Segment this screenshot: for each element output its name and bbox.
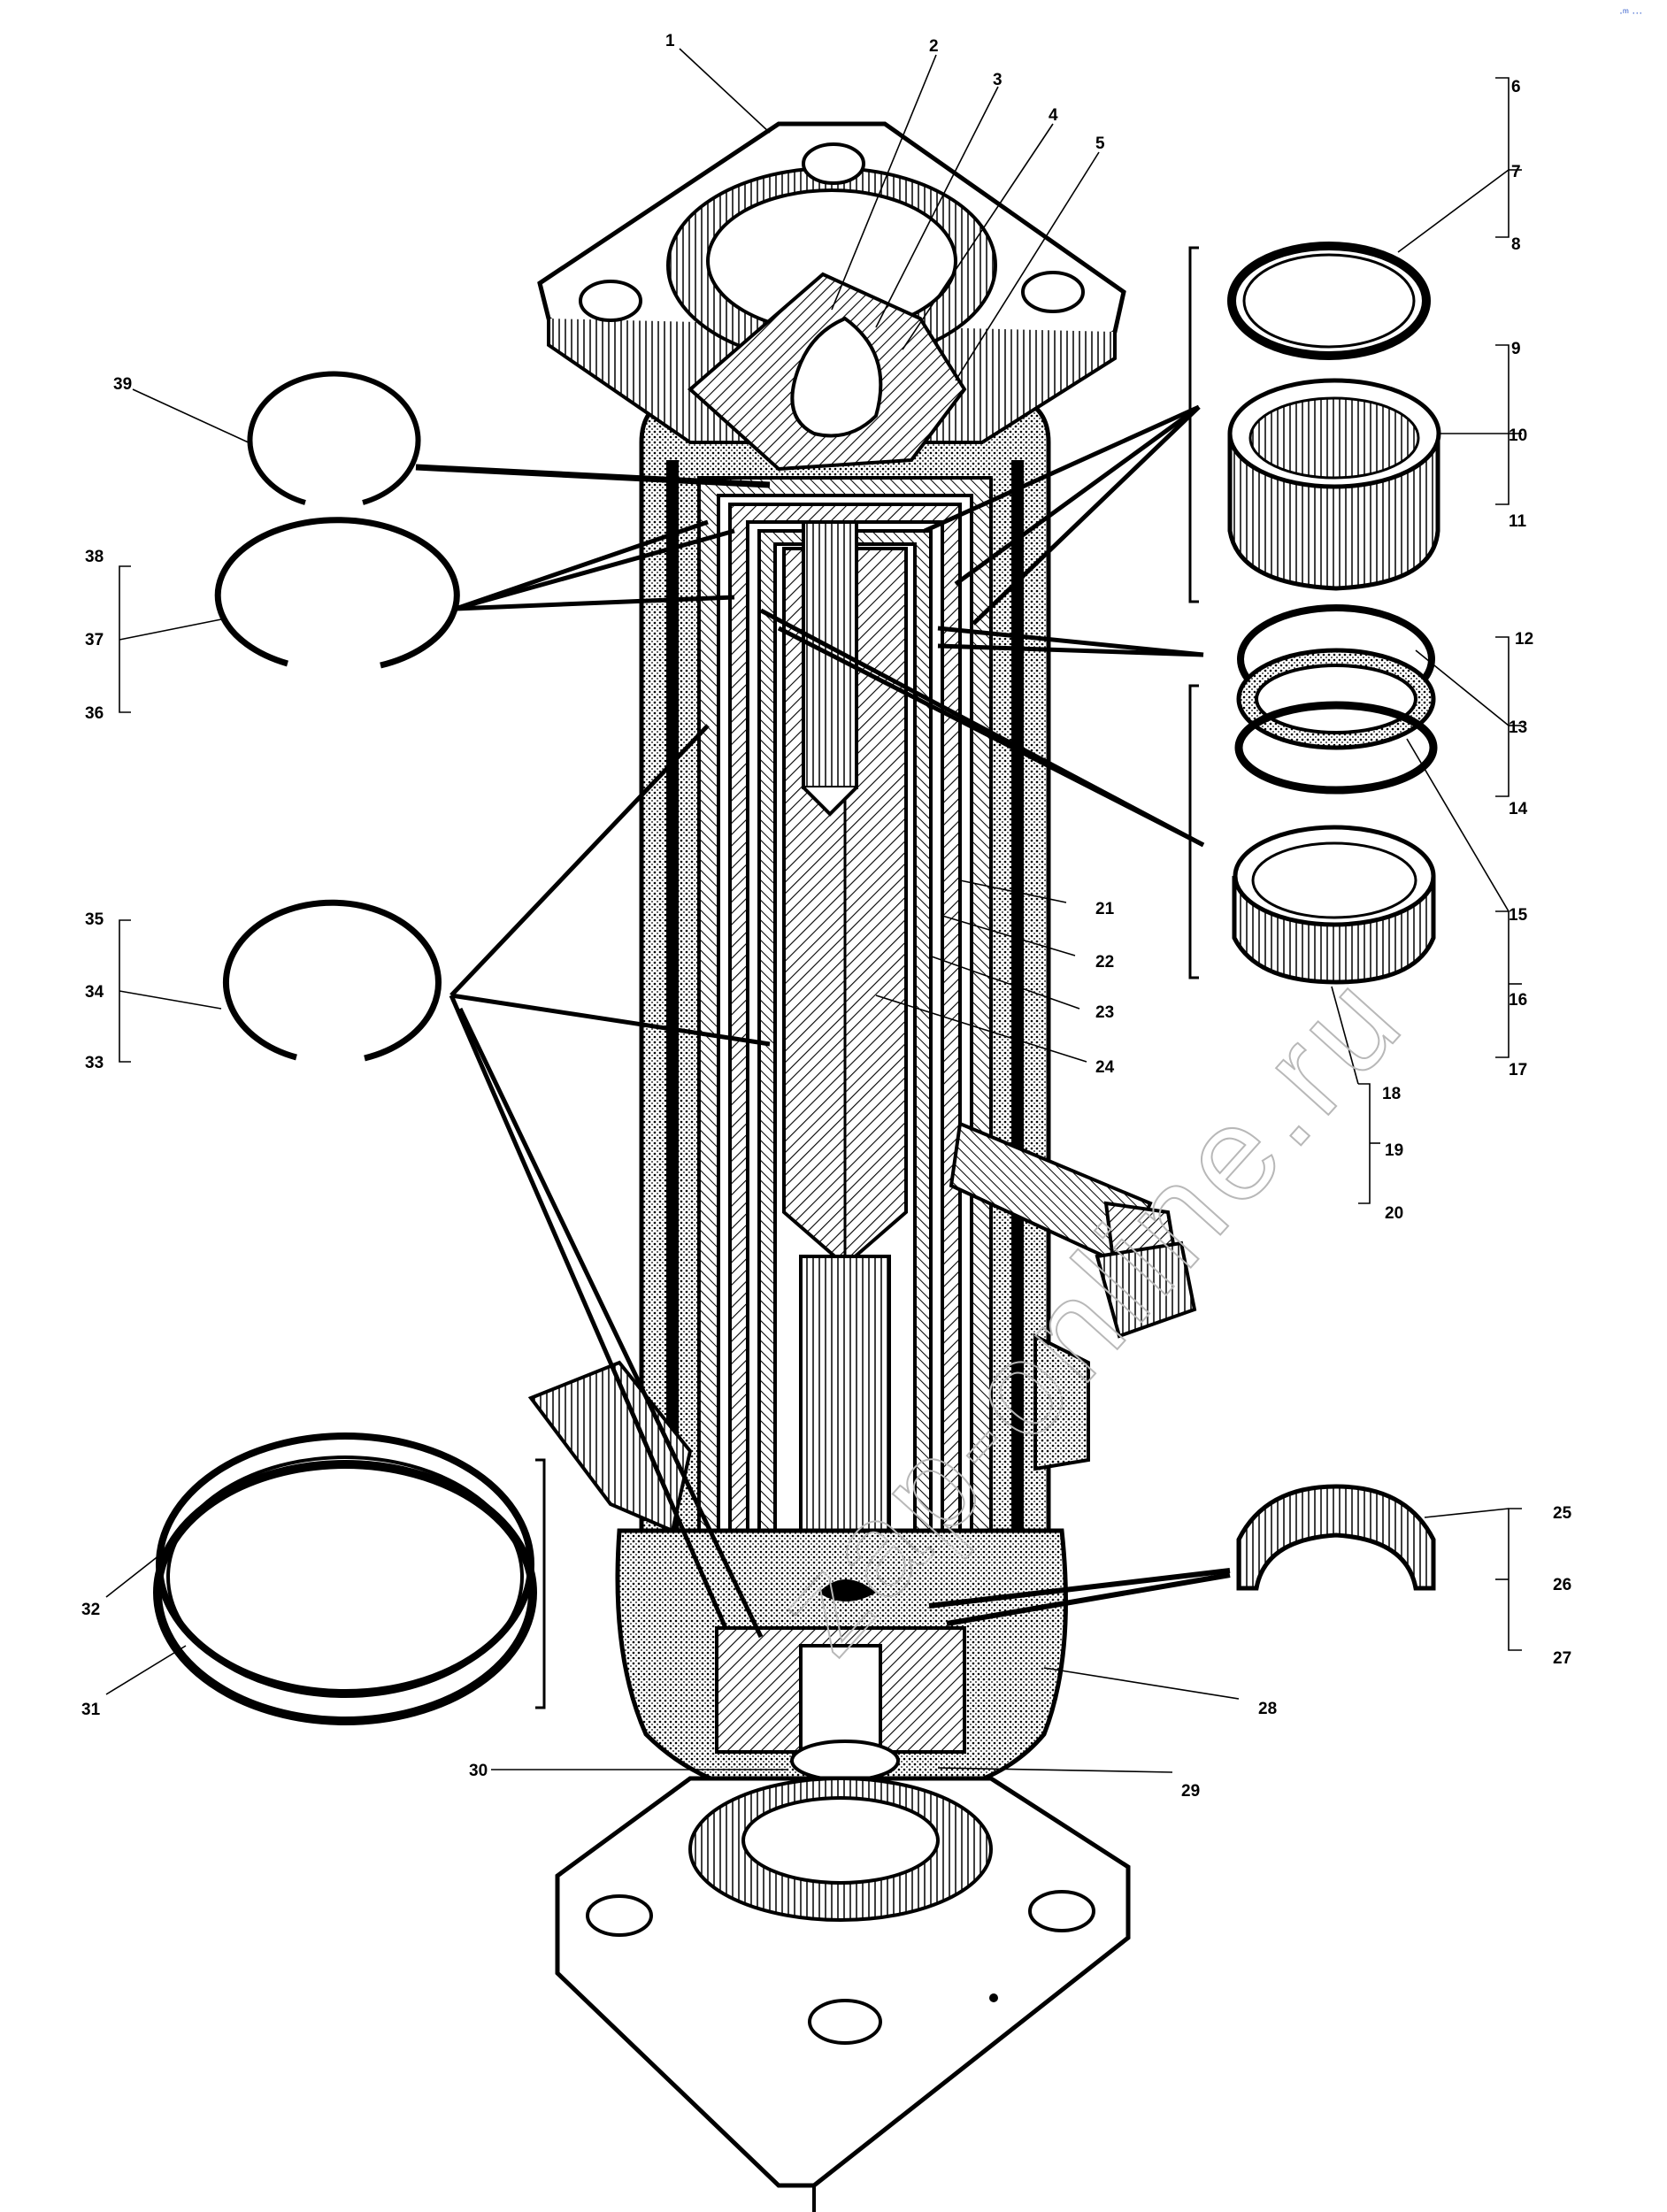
callout-17: 17 [1509, 1061, 1527, 1079]
callout-8: 8 [1511, 235, 1521, 254]
callout-29: 29 [1181, 1782, 1200, 1801]
ring-6-8 [1227, 242, 1431, 360]
callout-36: 36 [85, 704, 104, 723]
callout-32: 32 [81, 1601, 100, 1619]
callout-7: 7 [1511, 163, 1521, 181]
half-bearing-25-27 [1236, 1484, 1436, 1591]
callout-31: 31 [81, 1701, 101, 1719]
callout-6: 6 [1511, 78, 1521, 96]
snap-ring-33-35 [223, 899, 442, 1062]
callout-39: 39 [113, 375, 132, 394]
callout-28: 28 [1258, 1700, 1277, 1718]
callout-11: 11 [1509, 512, 1527, 531]
callout-38: 38 [85, 548, 104, 566]
wiper-ring-31-32 [153, 1432, 537, 1725]
callout-3: 3 [993, 71, 1003, 89]
callout-9: 9 [1511, 340, 1521, 358]
callout-27: 27 [1553, 1649, 1571, 1668]
callout-33: 33 [85, 1054, 104, 1072]
callout-14: 14 [1509, 800, 1528, 818]
callout-26: 26 [1553, 1576, 1571, 1594]
leader-lines [105, 48, 1522, 1773]
callout-16: 16 [1509, 991, 1527, 1010]
callout-13: 13 [1509, 718, 1527, 737]
callout-25: 25 [1553, 1504, 1572, 1523]
right-boss [1033, 1333, 1090, 1471]
connector-lines [415, 246, 1231, 1709]
callout-23: 23 [1095, 1003, 1114, 1022]
callout-30: 30 [469, 1762, 488, 1780]
packing-12-15 [1234, 604, 1438, 795]
bushing-9-11 [1227, 378, 1441, 591]
callout-35: 35 [85, 910, 104, 929]
callout-15: 15 [1509, 906, 1528, 925]
callout-labels: 1 2 3 4 5 6 7 8 9 10 11 12 13 14 15 16 1… [81, 32, 1572, 1801]
callout-18: 18 [1382, 1085, 1401, 1103]
callout-1: 1 [665, 32, 675, 50]
cylinder-assembly [527, 121, 1197, 2212]
callout-5: 5 [1095, 134, 1105, 153]
top-flange [537, 121, 1126, 472]
snap-ring-39 [247, 371, 421, 505]
callout-2: 2 [929, 37, 939, 56]
callout-20: 20 [1385, 1204, 1403, 1223]
lower-housing [615, 1528, 1068, 1799]
split-bearing-16-20 [1232, 825, 1436, 985]
callout-34: 34 [85, 983, 104, 1002]
callout-4: 4 [1049, 106, 1058, 125]
side-pipe-fitting [949, 1121, 1197, 1339]
callout-24: 24 [1095, 1058, 1115, 1077]
callout-22: 22 [1095, 953, 1114, 972]
telescopic-stages [697, 476, 993, 1656]
corner-mark: ·ᵐ ··· [1619, 6, 1642, 19]
callout-12: 12 [1515, 630, 1533, 649]
callout-19: 19 [1385, 1141, 1403, 1160]
snap-ring-36-38 [214, 517, 460, 669]
callout-10: 10 [1509, 426, 1527, 445]
exploded-seals [153, 242, 1441, 1725]
callout-37: 37 [85, 631, 104, 649]
callout-21: 21 [1095, 900, 1115, 918]
bottom-flange [555, 1776, 1131, 2212]
